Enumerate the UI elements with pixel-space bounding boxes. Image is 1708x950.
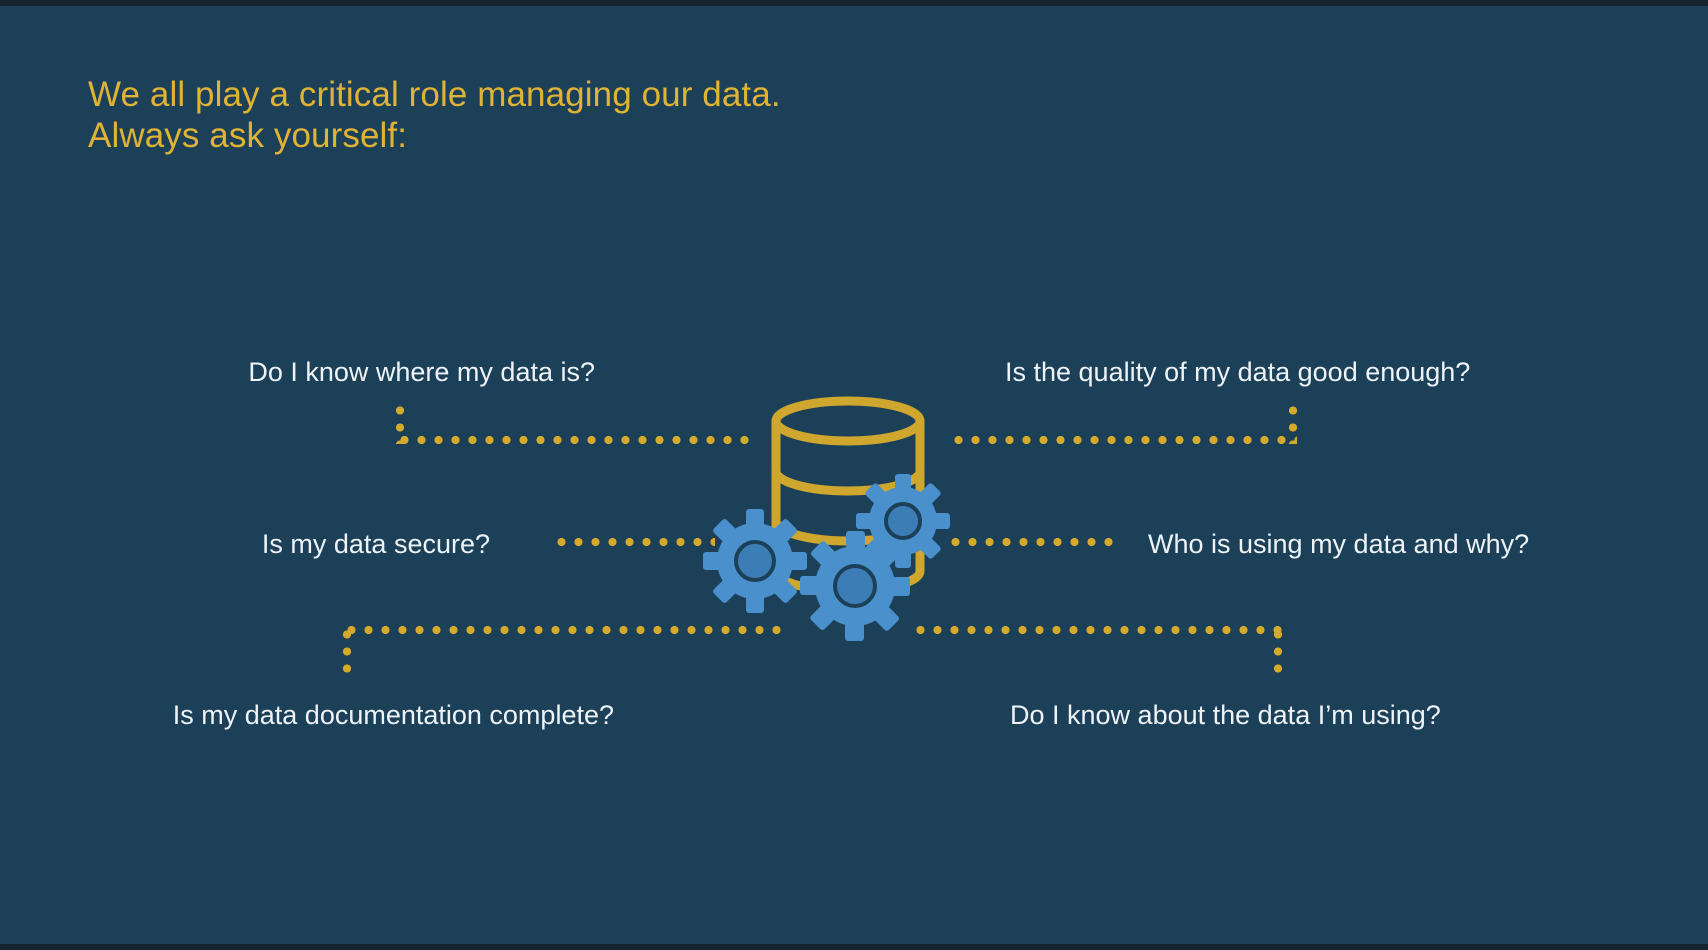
question-label-about: Do I know about the data I’m using? bbox=[1010, 700, 1441, 730]
connector-dotted-top-right-vertical bbox=[1289, 402, 1297, 444]
slide-canvas: We all play a critical role managing our… bbox=[0, 6, 1708, 944]
connector-dotted-bottom-right-vertical bbox=[1274, 626, 1282, 676]
connector-dotted-middle-left bbox=[553, 538, 715, 546]
connector-dotted-top-left-vertical bbox=[396, 402, 404, 444]
connector-dotted-bottom-left-vertical bbox=[343, 626, 351, 676]
connector-dotted-bottom-right-horizontal bbox=[912, 626, 1282, 634]
title-line-1: We all play a critical role managing our… bbox=[88, 75, 781, 114]
database-with-gears-icon bbox=[690, 386, 950, 646]
gear-top-right-icon bbox=[856, 474, 950, 568]
question-label-secure: Is my data secure? bbox=[261, 529, 490, 559]
connector-dotted-top-right-horizontal bbox=[950, 436, 1297, 444]
gear-bottom-icon bbox=[800, 531, 910, 641]
gear-left-icon bbox=[703, 509, 807, 613]
page-title: We all play a critical role managing our… bbox=[88, 74, 1088, 156]
title-line-2: Always ask yourself: bbox=[88, 116, 408, 155]
question-label-documentation: Is my data documentation complete? bbox=[172, 700, 614, 730]
question-label-who: Who is using my data and why? bbox=[1148, 529, 1530, 559]
connector-dotted-top-left-horizontal bbox=[396, 436, 756, 444]
connector-dotted-bottom-left-horizontal bbox=[343, 626, 783, 634]
question-label-where: Do I know where my data is? bbox=[248, 357, 595, 387]
connector-dotted-middle-right bbox=[947, 538, 1117, 546]
question-label-quality: Is the quality of my data good enough? bbox=[1005, 357, 1471, 387]
